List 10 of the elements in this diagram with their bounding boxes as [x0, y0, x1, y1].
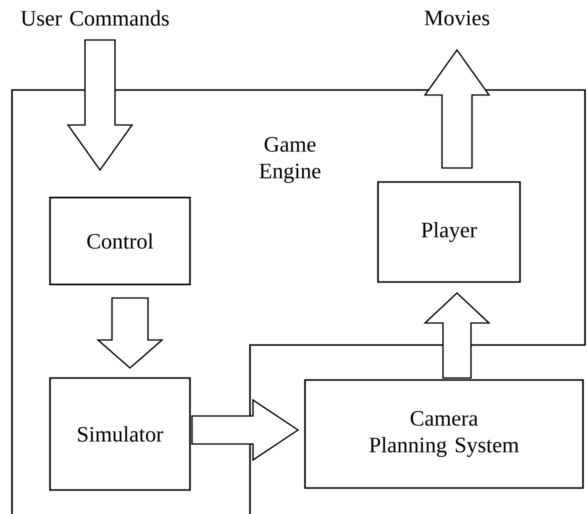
block-arrow — [191, 398, 300, 462]
process-box: Simulator — [49, 377, 191, 491]
process-box: Player — [377, 181, 521, 283]
text-label: Movies — [424, 10, 490, 26]
text-label: User Commands — [20, 10, 169, 26]
block-arrow — [424, 48, 490, 169]
block-arrow — [96, 297, 164, 369]
process-box: Control — [49, 196, 191, 286]
block-arrow — [66, 39, 134, 172]
block-arrow — [423, 292, 491, 379]
